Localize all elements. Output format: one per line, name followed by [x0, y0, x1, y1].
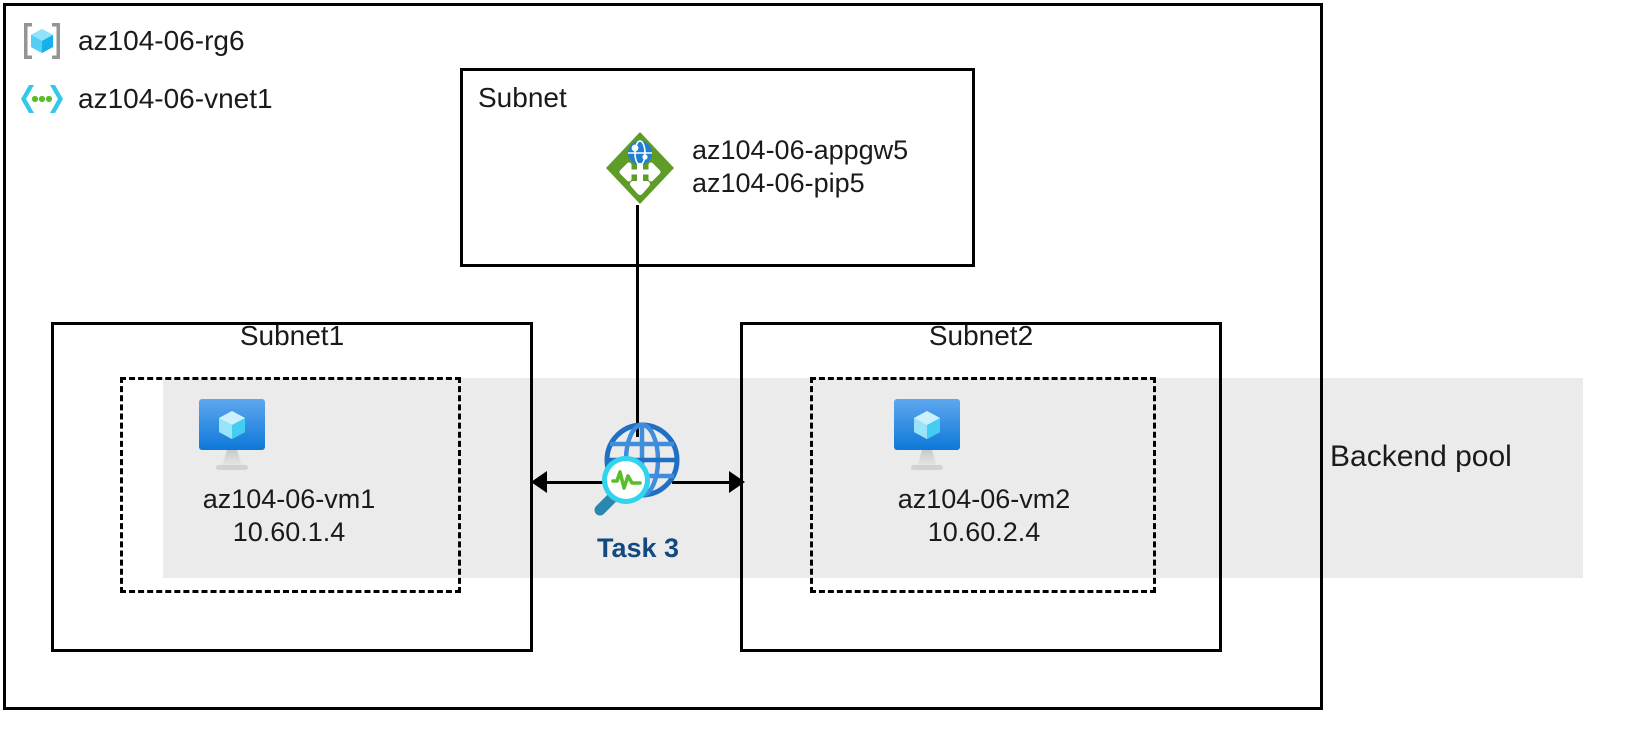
connector-watcher-to-subnet1 — [540, 481, 605, 484]
vm2-node: az104-06-vm2 10.60.2.4 — [884, 397, 1084, 549]
subnet2-dashed-group — [810, 377, 1156, 593]
subnet2-title: Subnet2 — [928, 320, 1034, 351]
legend-item-resource-group: az104-06-rg6 — [20, 20, 245, 62]
vm2-name: az104-06-vm2 — [897, 484, 1071, 514]
vm2-ip: 10.60.2.4 — [927, 516, 1041, 547]
subnet1-dashed-group — [120, 377, 461, 593]
virtual-machine-icon — [189, 397, 389, 475]
connector-watcher-to-subnet2 — [672, 481, 735, 484]
app-gateway-labels: az104-06-appgw5 az104-06-pip5 — [692, 130, 908, 201]
network-watcher-node — [578, 418, 686, 526]
resource-group-container — [3, 3, 1323, 710]
vm1-ip: 10.60.1.4 — [232, 516, 346, 547]
legend-label-virtual-network: az104-06-vnet1 — [78, 83, 273, 114]
app-gateway-node: az104-06-appgw5 az104-06-pip5 — [604, 130, 908, 206]
subnet-gateway-title: Subnet — [478, 82, 567, 113]
vm1-labels: az104-06-vm1 10.60.1.4 — [189, 483, 389, 549]
resource-group-icon — [20, 20, 64, 62]
virtual-machine-icon — [884, 397, 1084, 475]
legend-label-resource-group: az104-06-rg6 — [78, 25, 245, 56]
arrowhead-left-icon — [531, 471, 547, 493]
vm1-node: az104-06-vm1 10.60.1.4 — [189, 397, 389, 549]
app-gateway-label-1: az104-06-appgw5 — [692, 135, 909, 165]
subnet-gateway-container — [460, 68, 975, 267]
vm2-labels: az104-06-vm2 10.60.2.4 — [884, 483, 1084, 549]
arrowhead-right-icon — [729, 471, 745, 493]
network-watcher-task-label: Task 3 — [596, 533, 680, 563]
virtual-network-icon — [20, 82, 64, 116]
legend-item-virtual-network: az104-06-vnet1 — [20, 82, 273, 116]
application-gateway-icon — [604, 130, 676, 206]
vm1-name: az104-06-vm1 — [202, 484, 376, 514]
backend-pool-label: Backend pool — [1330, 440, 1512, 473]
connector-appgw-to-watcher — [636, 205, 639, 437]
backend-pool-band — [163, 378, 1583, 578]
network-watcher-icon — [578, 418, 686, 526]
app-gateway-label-2: az104-06-pip5 — [692, 168, 865, 199]
subnet1-title: Subnet1 — [239, 320, 345, 351]
